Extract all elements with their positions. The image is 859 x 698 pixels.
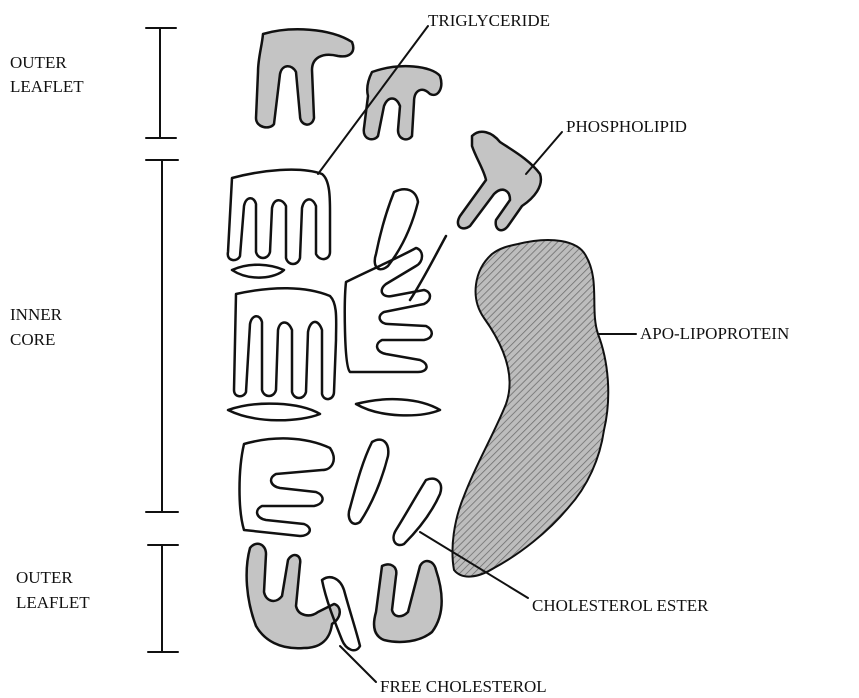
free-cholesterol-leader — [340, 646, 376, 682]
cholesterol-ester-2 — [349, 440, 389, 524]
outer-leaflet-bottom-label: OUTER — [16, 568, 73, 587]
phospholipid-top-mid — [364, 66, 441, 139]
cholesterol-ester-3 — [394, 479, 441, 545]
outer-leaflet-bottom-label-2: LEAFLET — [16, 593, 90, 612]
free-cholesterol-label: FREE CHOLESTEROL — [380, 677, 547, 696]
inner-core-label: INNER — [10, 305, 63, 324]
outer-leaflet-top-label: OUTER — [10, 53, 67, 72]
triglyceride-4 — [240, 438, 334, 536]
phospholipid-right — [458, 132, 541, 231]
apo-lipoprotein-region — [452, 240, 608, 577]
phospholipid-leader — [526, 132, 562, 174]
phospholipid-top-left — [256, 29, 353, 127]
inner-core-label-2: CORE — [10, 330, 55, 349]
triglyceride-label: TRIGLYCERIDE — [428, 11, 550, 30]
outer-leaflet-bottom-bracket — [148, 545, 178, 652]
phospholipid-bottom-right — [374, 561, 442, 642]
outer-leaflet-top-label-2: LEAFLET — [10, 77, 84, 96]
outer-leaflet-top-bracket — [146, 28, 176, 138]
phospholipid-label: PHOSPHOLIPID — [566, 117, 687, 136]
apo-lipoprotein-label: APO-LIPOPROTEIN — [640, 324, 789, 343]
inner-core-bracket — [146, 160, 178, 512]
cholesterol-ester-label: CHOLESTEROL ESTER — [532, 596, 709, 615]
triglyceride-2 — [228, 288, 336, 420]
triglyceride-1 — [228, 170, 330, 278]
